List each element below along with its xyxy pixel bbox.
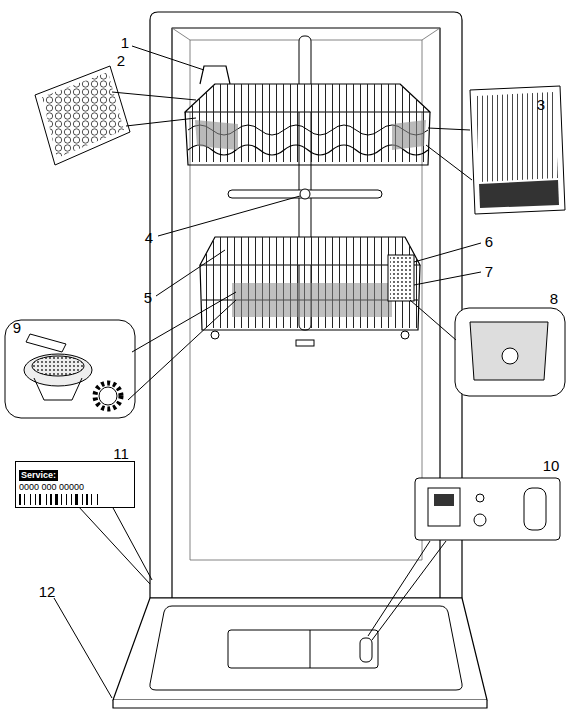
callout-number: 2 <box>117 53 125 68</box>
callout-number: 9 <box>13 320 21 335</box>
callout-number: 10 <box>543 458 560 473</box>
barcode <box>19 494 129 505</box>
sticker-heading: Service: <box>19 470 58 481</box>
callout-number: 5 <box>144 290 152 305</box>
callout-number: 12 <box>39 584 56 599</box>
callout-number: 8 <box>550 291 558 306</box>
callout-number: 11 <box>113 446 129 461</box>
callout-number: 4 <box>145 230 153 245</box>
service-sticker: Service:0000 000 00000 <box>15 461 135 508</box>
service-number: 0000 000 00000 <box>19 482 131 493</box>
callout-number: 6 <box>485 234 493 249</box>
callout-number: 1 <box>121 35 129 50</box>
callout-number: 7 <box>485 264 493 279</box>
callout-number: 3 <box>537 97 545 112</box>
